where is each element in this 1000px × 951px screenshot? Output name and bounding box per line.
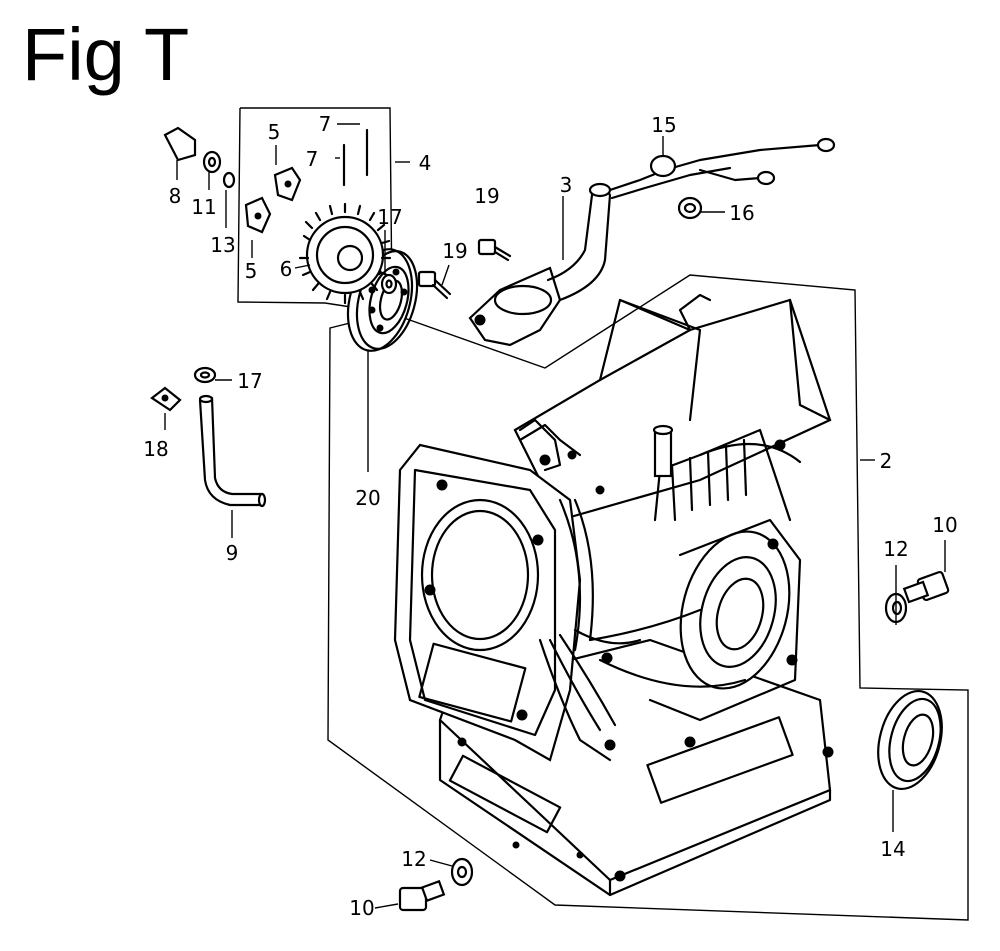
crankcase-body [393,293,834,897]
washer-part-11 [202,150,222,174]
callout-10-bottom: 10 [349,896,374,920]
callout-2: 2 [880,449,893,473]
callout-19-lower: 19 [442,239,467,263]
callout-8: 8 [169,184,182,208]
governor-arm-holder-part-8 [163,126,197,162]
callout-7-upper: 7 [319,112,332,136]
callout-16: 16 [729,201,754,225]
washer-part-17-lower [193,366,217,384]
governor-weight-part-5-upper [273,166,302,202]
crankcase-group-outline [327,274,969,921]
callout-17-upper: 17 [377,205,402,229]
callout-7-lower: 7 [306,147,319,171]
callout-14: 14 [880,837,905,861]
clip-part-13 [222,171,236,189]
callout-20: 20 [355,486,380,510]
callout-17-lower: 17 [237,369,262,393]
breather-tube-part-3 [468,182,612,347]
callout-18: 18 [143,437,168,461]
callout-15: 15 [651,113,676,137]
callout-13: 13 [210,233,235,257]
callout-11: 11 [191,195,216,219]
bolt-part-10-bottom [398,879,446,912]
bolt-part-10-right [902,570,950,604]
callout-4: 4 [419,151,432,175]
callout-12-bottom: 12 [401,847,426,871]
governor-gear-part-6 [298,202,392,305]
callout-5-lower: 5 [245,259,258,283]
callout-10-right: 10 [932,513,957,537]
grommet-part-16 [677,196,703,220]
callout-6: 6 [280,257,293,281]
washer-part-17-upper [380,273,398,295]
figure-title: Fig T [22,13,190,96]
wire-harness-part-15 [608,137,836,200]
leader-lines [164,123,946,909]
callout-12-right: 12 [883,537,908,561]
governor-weight-part-5-lower [244,196,272,234]
bolt-part-19-upper [477,238,512,262]
washer-part-12-bottom [450,857,474,887]
bolt-part-19-lower [417,270,452,300]
clip-part-18 [150,386,182,412]
callout-5-upper: 5 [268,120,281,144]
callout-3: 3 [560,173,573,197]
pipe-part-9 [198,394,267,508]
callout-9: 9 [226,541,239,565]
callout-19-upper: 19 [474,184,499,208]
oil-seal-part-14 [877,689,943,791]
